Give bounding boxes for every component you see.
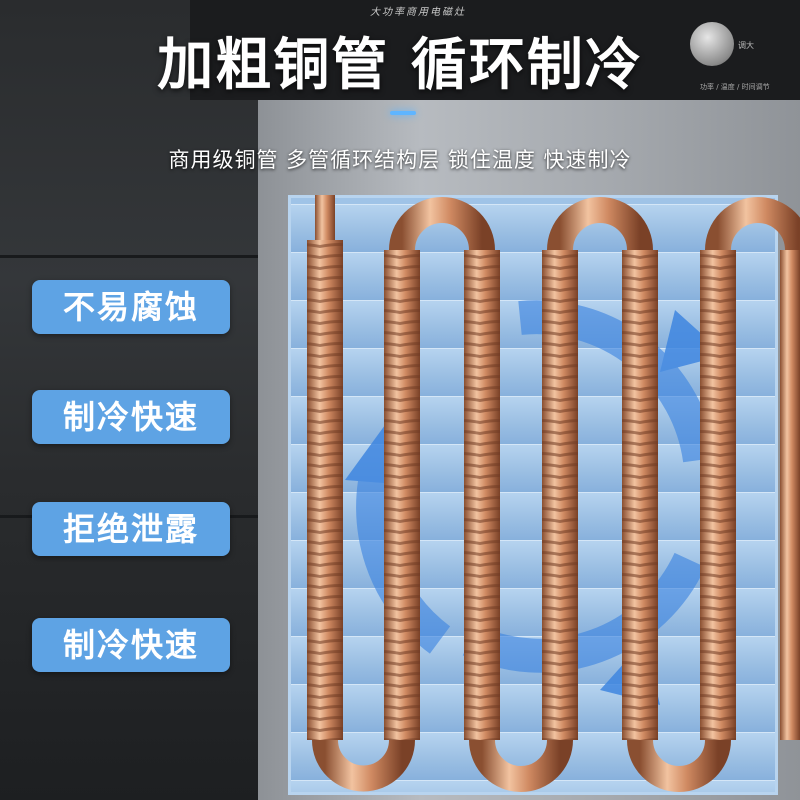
cooling-slat	[291, 204, 775, 253]
indicator-light	[390, 111, 416, 115]
copper-pipe-runs	[307, 195, 800, 740]
copper-pipe-bends	[312, 197, 800, 792]
panel-caption: 功率 / 温度 / 时间调节	[700, 83, 770, 91]
subheadline: 商用级铜管 多管循环结构层 锁住温度 快速制冷	[168, 148, 632, 172]
knob-label: 调大	[738, 41, 754, 50]
feature-badge-fast-cooling: 制冷快速	[32, 390, 230, 444]
feature-badge-no-leak: 拒绝泄露	[32, 502, 230, 556]
headline: 加粗铜管 循环制冷	[157, 33, 643, 98]
feature-badge-corrosion: 不易腐蚀	[32, 280, 230, 334]
cooling-slat	[291, 684, 775, 733]
feature-badge-fast-cooling-2: 制冷快速	[32, 618, 230, 672]
cooling-slat	[291, 252, 775, 301]
power-knob[interactable]	[690, 22, 734, 66]
cooling-slat	[291, 588, 775, 637]
panel-brand-text: 大功率商用电磁灶	[370, 7, 466, 18]
tile-grout-line	[0, 255, 260, 258]
